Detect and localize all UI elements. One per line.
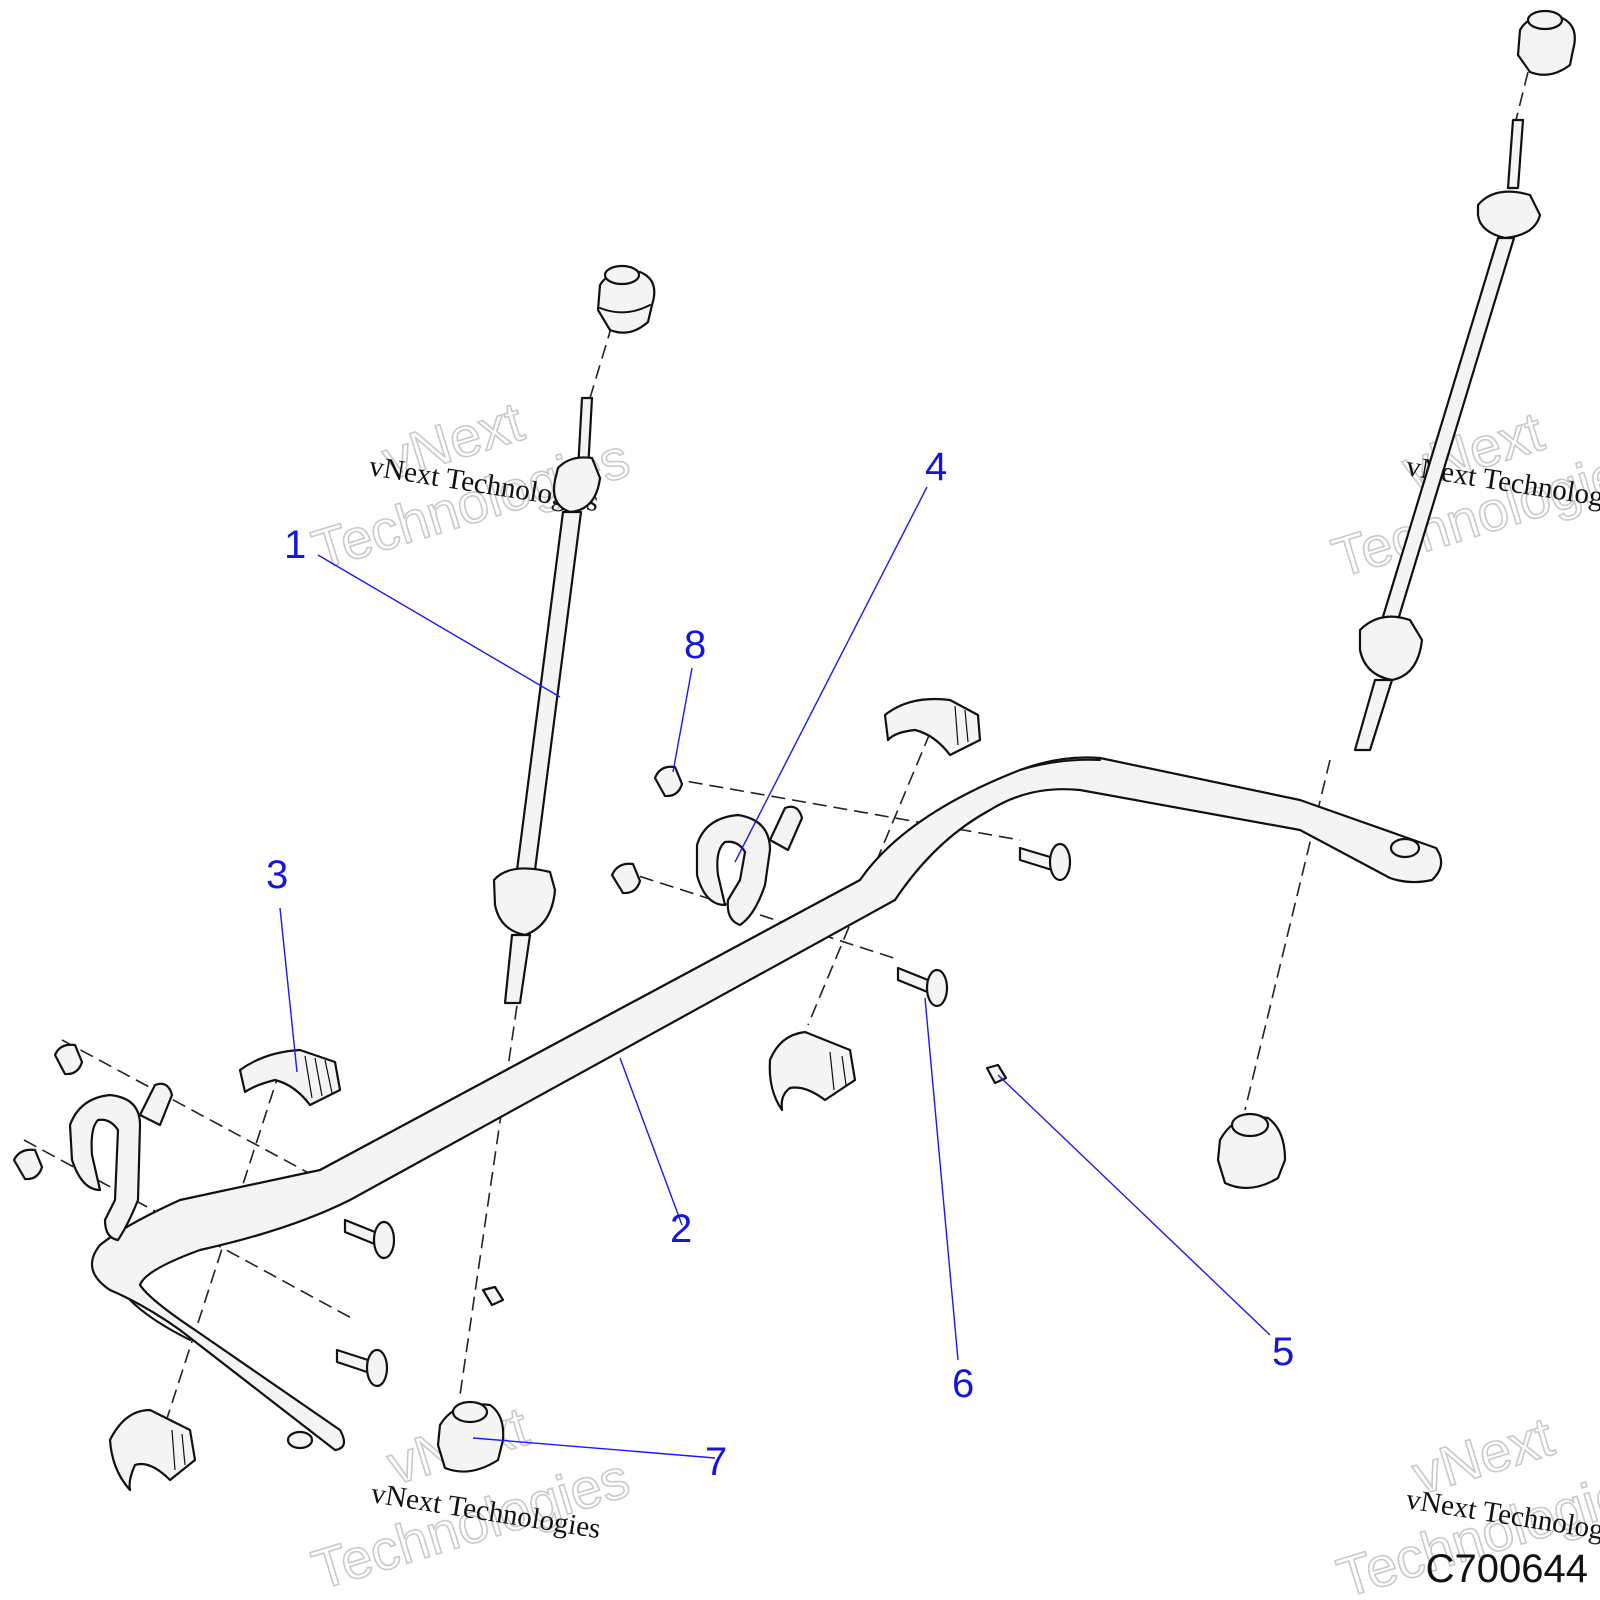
bolts [335, 842, 1072, 1388]
saddle-bushing-center-upper [883, 697, 982, 757]
link-nut-top-left [596, 264, 656, 334]
callout-1: 1 [284, 523, 306, 567]
leader-lines [279, 486, 1271, 1459]
callout-8: 8 [684, 623, 706, 667]
callout-2: 2 [670, 1207, 692, 1251]
callouts: 1 2 3 4 5 6 7 8 [266, 445, 1294, 1484]
callout-3: 3 [266, 853, 288, 897]
stabilizer-bar [90, 756, 1443, 1452]
bushing-cap-right [1216, 1112, 1287, 1190]
diagram-id: C700644 [1426, 1547, 1588, 1591]
saddle-bushing-center-lower [768, 1030, 857, 1112]
bracket-left [68, 1082, 174, 1242]
saddle-bushing-left-upper [238, 1048, 342, 1107]
bracket-center [695, 805, 804, 927]
callout-7: 7 [705, 1440, 727, 1484]
saddle-bushing-left-lower [108, 1408, 197, 1492]
nuts [12, 765, 684, 1181]
bushing-cap-bottom [436, 1400, 505, 1473]
callout-4: 4 [925, 445, 947, 489]
link-nut-top-right [1516, 9, 1576, 76]
callout-5: 5 [1272, 1330, 1294, 1374]
stabilizer-link-right [1353, 118, 1542, 752]
callout-6: 6 [952, 1362, 974, 1406]
watermark-top-right: vNext Technologies vNext Technologies [1324, 398, 1600, 590]
fittings [481, 1063, 1008, 1307]
